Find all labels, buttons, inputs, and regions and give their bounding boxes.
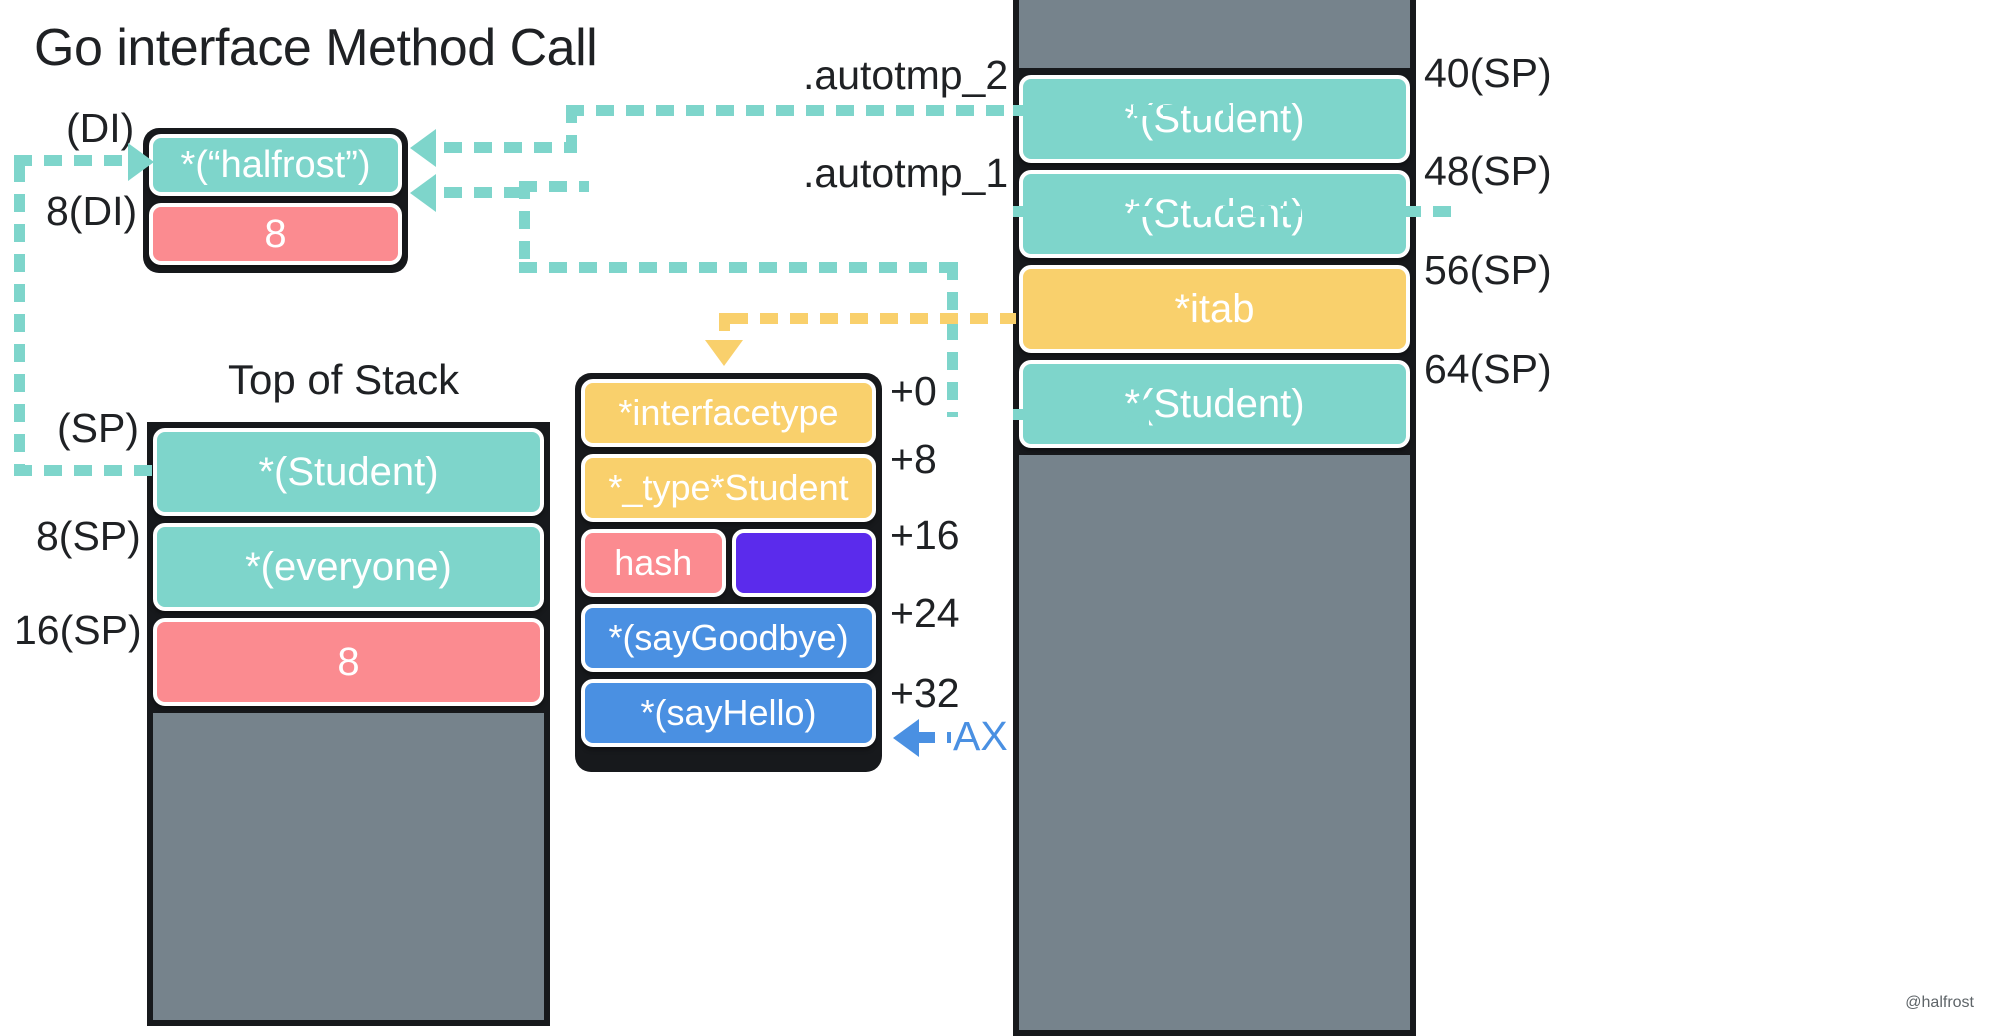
right-stack-slot-student-64[interactable]: *(Student) — [1019, 360, 1410, 448]
right-stack-slot-empty-bottom — [1019, 455, 1410, 1030]
right-stack-slot-student-40[interactable]: *(Student) — [1019, 75, 1410, 163]
conn-distack-v — [14, 164, 25, 470]
itab-row-hash-group: hash — [581, 529, 876, 597]
conn-sp-v1 — [947, 262, 958, 417]
conn-autotmp2-h3 — [444, 142, 574, 153]
conn-sp-h2 — [519, 262, 955, 273]
itab-row-interfacetype[interactable]: *interfacetype — [581, 379, 876, 447]
conn-sp-h1 — [1013, 409, 1129, 420]
left-stack-offset-0: (SP) — [57, 405, 139, 451]
ax-arrowhead-icon — [893, 719, 919, 757]
right-stack-offset-56: 56(SP) — [1424, 247, 1552, 293]
watermark: @halfrost — [1905, 994, 1974, 1011]
itab-offset-24: +24 — [890, 590, 960, 636]
itab-row-sayhello[interactable]: *(sayHello) — [581, 679, 876, 747]
conn-itab-arrowhead-icon — [705, 340, 743, 366]
di-register-box: *(“halfrost”) 8 — [143, 128, 408, 273]
left-stack-slot-student[interactable]: *(Student) — [153, 428, 544, 516]
conn-autotmp2-h1 — [1013, 105, 1231, 116]
right-stack-box: *(Student) *(Student) *itab *(Student) — [1013, 0, 1416, 1036]
conn-autotmp2-h2 — [566, 105, 1016, 116]
itab-row-hash-pad[interactable] — [731, 529, 876, 597]
top-of-stack-caption: Top of Stack — [228, 356, 460, 403]
di-base-label: (DI) — [66, 105, 135, 151]
conn-autotmp1-h3 — [444, 187, 524, 198]
itab-row-type-student[interactable]: *_type*Student — [581, 454, 876, 522]
conn-autotmp1-h1 — [1013, 206, 1453, 217]
left-stack-box: *(Student) *(everyone) 8 — [147, 422, 550, 1026]
di-slot-halfrost[interactable]: *(“halfrost”) — [149, 134, 402, 196]
ax-label: AX — [953, 713, 1008, 759]
conn-distack-arrowhead-icon — [128, 143, 154, 181]
conn-itab-h — [730, 313, 1016, 324]
page-title: Go interface Method Call — [34, 19, 598, 77]
conn-autotmp1-h2 — [519, 181, 589, 192]
conn-distack-h-top — [14, 155, 134, 166]
left-stack-slot-empty — [153, 713, 544, 1020]
itab-offset-0: +0 — [890, 368, 937, 414]
conn-sp-arrowhead-icon — [1123, 396, 1149, 434]
autotmp-2-label: .autotmp_2 — [803, 52, 1009, 98]
itab-offset-32: +32 — [890, 670, 960, 716]
left-stack-slot-len[interactable]: 8 — [153, 618, 544, 706]
conn-autotmp2-v — [566, 105, 577, 155]
di-slot-len[interactable]: 8 — [149, 203, 402, 265]
conn-autotmp2-arrowhead-icon — [410, 129, 436, 167]
right-stack-slot-itab-56[interactable]: *itab — [1019, 265, 1410, 353]
itab-row-saygoodbye[interactable]: *(sayGoodbye) — [581, 604, 876, 672]
right-stack-offset-64: 64(SP) — [1424, 346, 1552, 392]
right-stack-offset-48: 48(SP) — [1424, 148, 1552, 194]
conn-itab-v — [719, 313, 730, 345]
right-stack-offset-40: 40(SP) — [1424, 50, 1552, 96]
autotmp-1-label: .autotmp_1 — [803, 150, 1009, 196]
conn-distack-h-bottom — [14, 465, 154, 476]
conn-autotmp1-v — [519, 181, 530, 266]
itab-box: *interfacetype *_type*Student hash *(say… — [575, 373, 882, 772]
ax-dash-line — [917, 732, 951, 743]
left-stack-slot-everyone[interactable]: *(everyone) — [153, 523, 544, 611]
itab-row-hash[interactable]: hash — [581, 529, 726, 597]
right-stack-slot-empty-top — [1019, 0, 1410, 68]
left-stack-offset-16: 16(SP) — [14, 607, 142, 653]
conn-autotmp1-arrowhead-icon — [410, 174, 436, 212]
left-stack-offset-8: 8(SP) — [36, 513, 141, 559]
di-offset8-label: 8(DI) — [46, 188, 138, 234]
itab-offset-8: +8 — [890, 436, 937, 482]
itab-offset-16: +16 — [890, 512, 960, 558]
